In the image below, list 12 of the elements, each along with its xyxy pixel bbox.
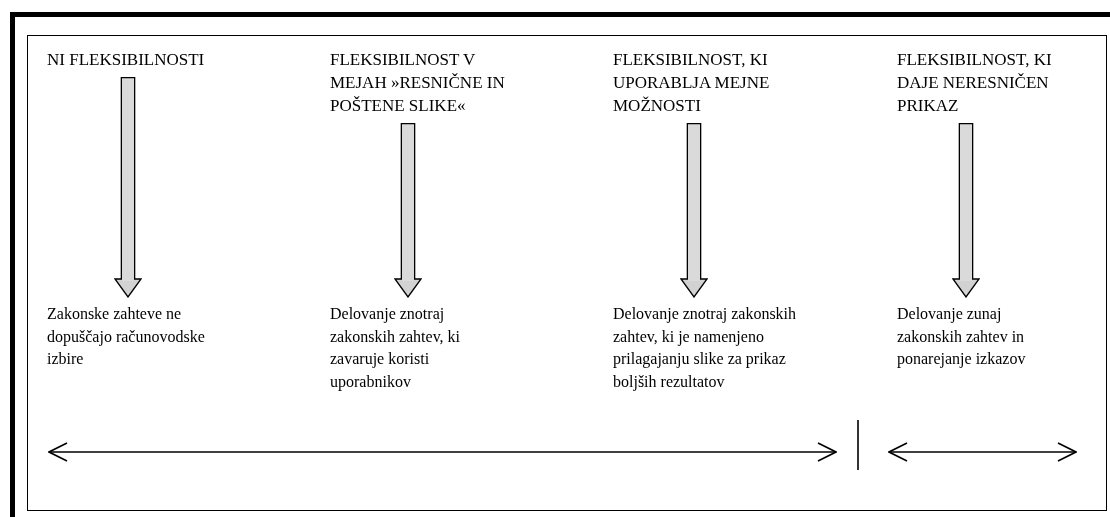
block-arrow xyxy=(394,123,422,298)
column-heading: FLEKSIBILNOST V MEJAH »RESNIČNE IN POŠTENE SLIKE« xyxy=(330,49,506,117)
column-description: Delovanje znotraj zakonskih zahtev, ki je namenjeno prilagajanju slike za prikaz boljših rezultatov xyxy=(613,304,798,393)
block-arrow xyxy=(680,123,708,298)
column-heading: FLEKSIBILNOST, KI UPORABLJA MEJNE MOŽNOSTI xyxy=(613,49,771,117)
block-arrow xyxy=(114,77,142,298)
column-heading: NI FLEKSIBILNOSTI xyxy=(47,49,206,71)
block-arrow xyxy=(952,123,980,298)
column-description: Delovanje zunaj zakonskih zahtev in ponarejanje izkazov xyxy=(897,304,1027,370)
column-heading: FLEKSIBILNOST, KI DAJE NERESNIČEN PRIKAZ xyxy=(897,49,1053,117)
column-description: Delovanje znotraj zakonskih zahtev, ki zavaruje koristi uporabnikov xyxy=(330,304,462,393)
column-description: Zakonske zahteve ne dopuščajo računovodske izbire xyxy=(47,304,206,369)
